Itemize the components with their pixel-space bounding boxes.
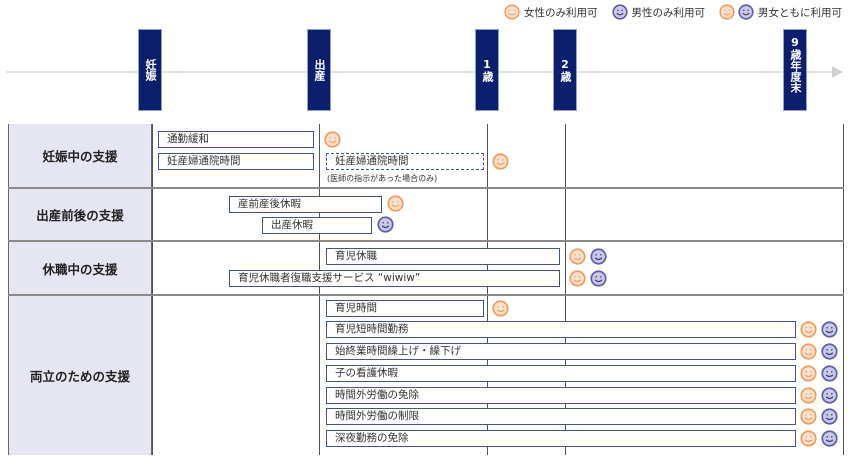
program-bar-nursing-time: 育児時間 [326, 300, 484, 317]
program-label: 子の看護休暇 [335, 367, 398, 379]
program-note: (医師の指示があった場合のみ) [327, 174, 438, 183]
timeline-arrow-icon [832, 66, 843, 78]
program-label: 育児休職 [335, 250, 377, 262]
legend-item-female-only: 女性のみ利用可 [504, 4, 598, 20]
period-line-age-2 [565, 124, 566, 455]
male-smiley-icon [821, 365, 838, 382]
male-smiley-icon [377, 216, 394, 233]
marker-label: 歳 [559, 70, 572, 82]
marker-age-2: 2 歳 [553, 29, 577, 111]
legend-item-both: 男女ともに利用可 [719, 4, 842, 20]
marker-label: 歳 [481, 70, 494, 82]
program-bar-maternity-clinic-time: 妊産婦通院時間 [158, 153, 314, 170]
male-smiley-icon [821, 430, 838, 447]
female-smiley-icon [569, 270, 586, 287]
program-bar-maternity-leave: 産前産後休暇 [229, 196, 382, 213]
female-smiley-icon [800, 365, 817, 382]
marker-label: 妊娠 [144, 59, 157, 81]
marker-number: 9 [791, 36, 799, 49]
marker-pregnancy: 妊娠 [138, 29, 162, 111]
program-bar-overtime-limit: 時間外労働の制限 [326, 408, 796, 425]
female-smiley-icon [324, 131, 341, 148]
female-smiley-icon [800, 343, 817, 360]
program-label: 妊産婦通院時間 [335, 155, 409, 167]
category-label: 両立のための支援 [29, 369, 130, 384]
female-smiley-icon [387, 195, 404, 212]
program-bar-paternity-leave: 出産休暇 [262, 217, 372, 234]
marker-number: 1 [483, 57, 491, 71]
category-leave-support: 休職中の支援 [8, 242, 152, 294]
program-bar-wiwiw-return-support: 育児休職者復職支援サービス “wiwiw” [229, 270, 560, 287]
legend-label: 女性のみ利用可 [524, 6, 598, 19]
program-label: 深夜勤務の免除 [335, 432, 409, 444]
female-smiley-icon [719, 4, 735, 20]
male-smiley-icon [821, 408, 838, 425]
program-label: 時間外労働の免除 [335, 389, 419, 401]
marker-birth: 出産 [307, 29, 331, 111]
marker-age-9-fiscal-year-end: 9 歳年度末 [783, 29, 807, 111]
program-bar-maternity-clinic-time-doctor: 妊産婦通院時間 [326, 153, 484, 170]
male-smiley-icon [612, 4, 628, 20]
program-bar-childcare-leave: 育児休職 [326, 248, 560, 265]
timeline-axis [6, 71, 834, 73]
female-smiley-icon [800, 408, 817, 425]
program-label: 育児時間 [335, 302, 377, 314]
legend-label: 男性のみ利用可 [631, 6, 706, 19]
program-label: 時間外労働の制限 [335, 410, 419, 422]
category-work-life-balance-support: 両立のための支援 [8, 296, 152, 455]
marker-label: 出産 [313, 59, 326, 81]
program-label: 育児休職者復職支援サービス “wiwiw” [238, 272, 421, 284]
period-line-age-1 [487, 124, 488, 455]
male-smiley-icon [590, 270, 607, 287]
program-bar-child-sick-leave: 子の看護休暇 [326, 365, 796, 382]
male-smiley-icon [821, 321, 838, 338]
category-label: 妊娠中の支援 [42, 149, 118, 164]
male-smiley-icon [590, 248, 607, 265]
female-smiley-icon [569, 248, 586, 265]
male-smiley-icon [738, 4, 754, 20]
category-label: 休職中の支援 [42, 261, 118, 277]
program-bar-commute-relief: 通勤緩和 [158, 131, 314, 148]
period-line-birth [319, 124, 320, 455]
program-bar-short-hours: 育児短時間勤務 [326, 321, 796, 338]
program-bar-flexible-start-end: 始終業時間繰上げ・繰下げ [326, 343, 796, 360]
male-smiley-icon [821, 387, 838, 404]
marker-label: 歳年度末 [789, 49, 802, 93]
category-pregnancy-support: 妊娠中の支援 [8, 124, 152, 187]
program-label: 妊産婦通院時間 [167, 155, 241, 167]
program-bar-night-work-exemption: 深夜勤務の免除 [326, 430, 796, 447]
program-label: 育児短時間勤務 [335, 323, 409, 335]
female-smiley-icon [492, 153, 509, 170]
female-smiley-icon [800, 321, 817, 338]
program-label: 始終業時間繰上げ・繰下げ [335, 345, 461, 357]
row-divider [8, 294, 844, 296]
program-label: 産前産後休暇 [238, 198, 301, 210]
category-childbirth-support: 出産前後の支援 [8, 189, 152, 240]
category-divider [152, 124, 153, 455]
female-smiley-icon [492, 300, 509, 317]
legend-label: 男女ともに利用可 [758, 6, 842, 19]
table-right-border [843, 124, 844, 455]
marker-age-1: 1 歳 [475, 29, 499, 111]
female-smiley-icon [800, 430, 817, 447]
female-smiley-icon [504, 4, 520, 20]
program-label: 通勤緩和 [167, 133, 209, 145]
category-label: 出産前後の支援 [36, 208, 124, 223]
program-label: 出産休暇 [271, 219, 313, 231]
marker-number: 2 [561, 57, 569, 71]
legend: 女性のみ利用可 男性のみ利用可 男女ともに利用可 [490, 4, 842, 20]
female-smiley-icon [800, 387, 817, 404]
program-bar-overtime-exemption: 時間外労働の免除 [326, 387, 796, 404]
legend-item-male-only: 男性のみ利用可 [612, 4, 706, 20]
row-divider [8, 187, 844, 189]
row-divider [8, 240, 844, 242]
male-smiley-icon [821, 343, 838, 360]
